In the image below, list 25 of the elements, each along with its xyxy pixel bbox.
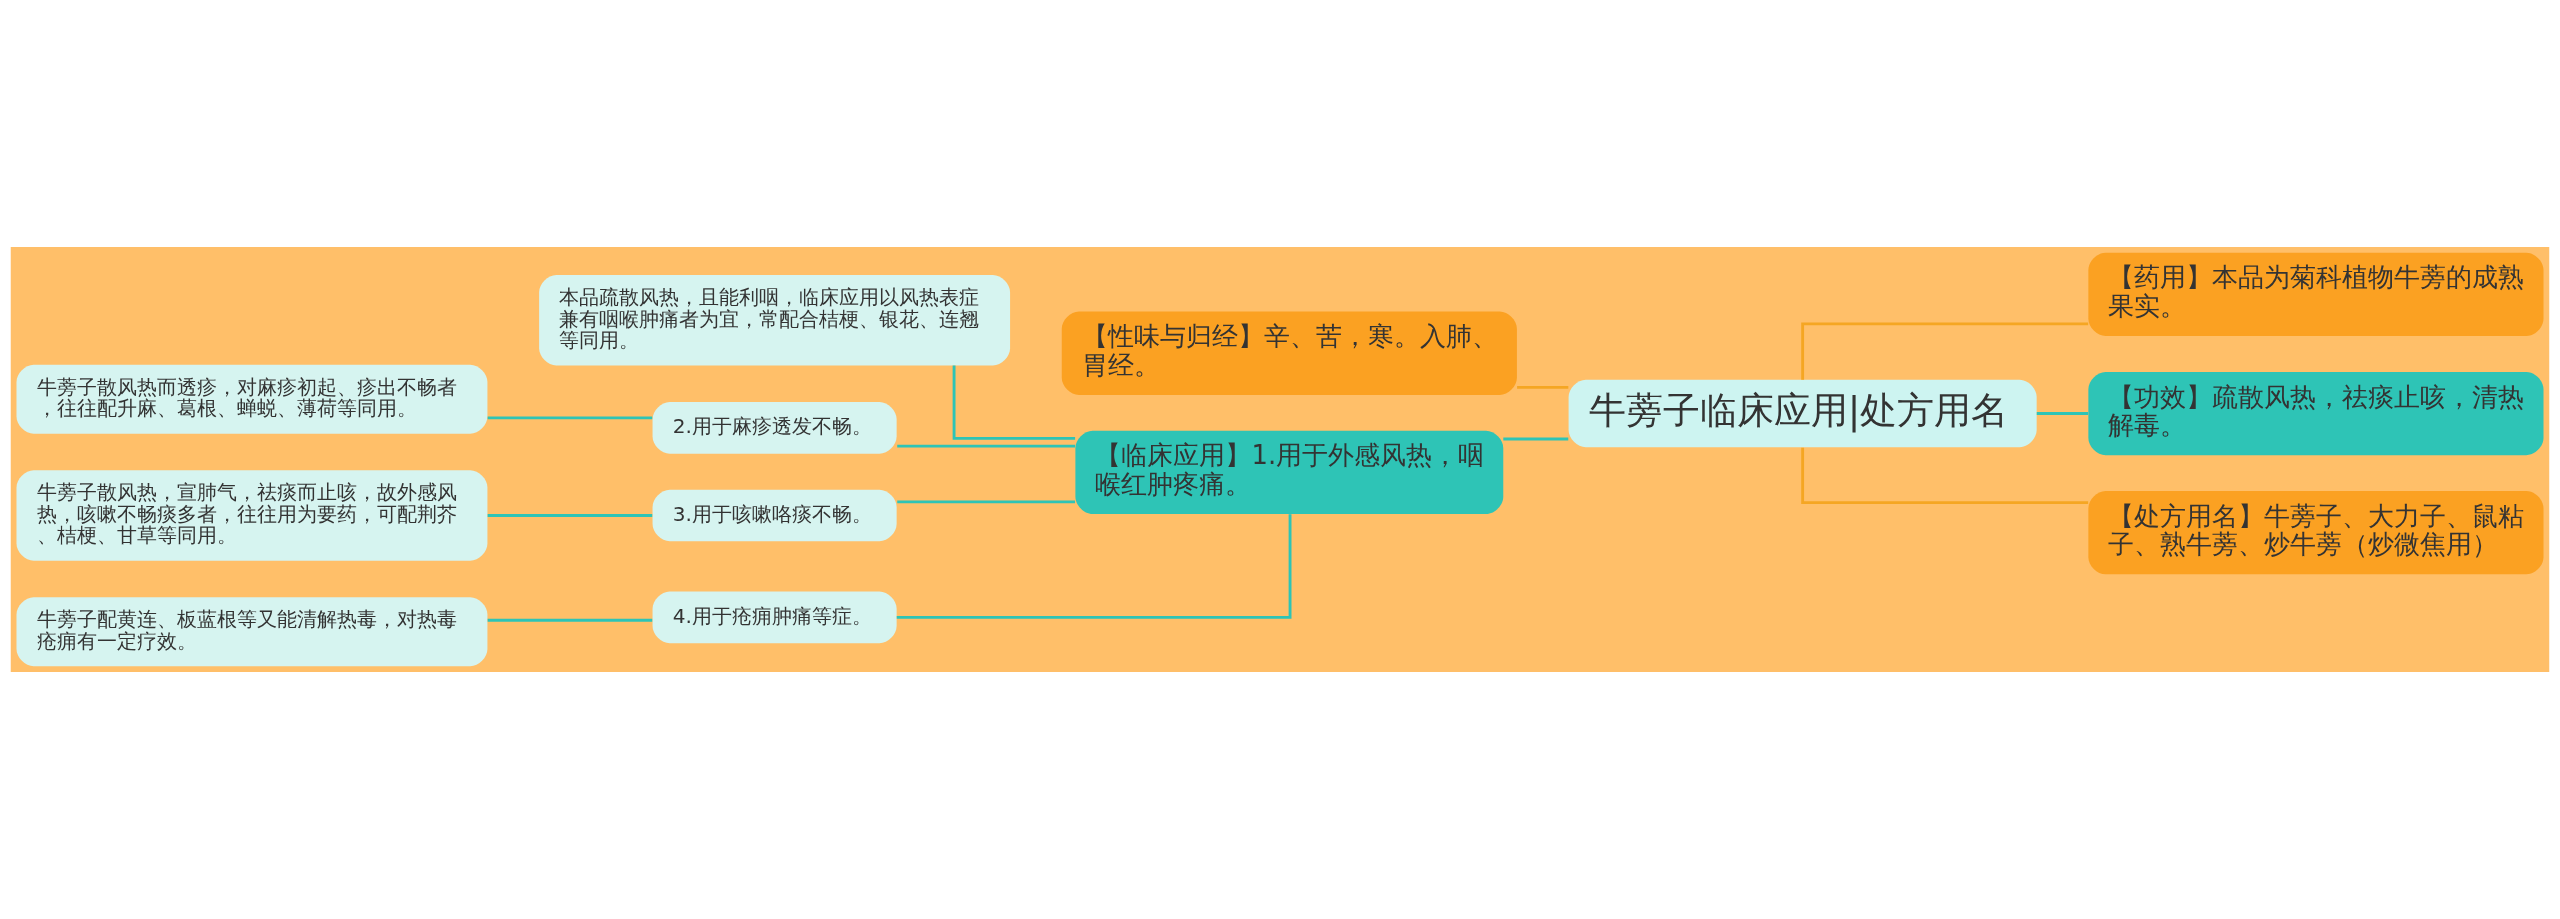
node-box: 牛蒡子散风热，宣肺气，祛痰而止咳，故外感风热，咳嗽不畅痰多者，往往用为要药，可配荆芥、桔梗、甘草等同用。 bbox=[16, 470, 488, 561]
node-box: 牛蒡子散风热而透疹，对麻疹初起、疹出不畅者，往往配升麻、葛根、蝉蜕、薄荷等同用。 bbox=[16, 364, 488, 434]
node-box: 【处方用名】牛蒡子、大力子、鼠粘子、熟牛蒡、炒牛蒡（炒微焦用） bbox=[2088, 491, 2544, 575]
connector bbox=[487, 618, 653, 622]
connector bbox=[1517, 385, 1569, 389]
connector bbox=[487, 416, 653, 420]
node-box: 【性味与归经】辛、苦，寒。入肺、胃经。 bbox=[1061, 311, 1517, 395]
connector bbox=[896, 514, 1292, 619]
connector bbox=[897, 444, 1076, 448]
node-box: 2.用于麻疹透发不畅。 bbox=[652, 402, 897, 454]
node-box: 本品疏散风热，且能利咽，临床应用以风热表症兼有咽喉肿痛者为宜，常配合桔梗、银花、连翘等同用。 bbox=[539, 275, 1011, 366]
node-box: 【功效】疏散风热，祛痰止咳，清热解毒。 bbox=[2088, 371, 2544, 456]
connector bbox=[952, 365, 1076, 440]
node-box: 【临床应用】1.用于外感风热，咽喉红肿疼痛。 bbox=[1075, 430, 1504, 515]
connector bbox=[487, 514, 653, 517]
node-box: 4.用于疮痈肿痛等症。 bbox=[652, 591, 897, 644]
node-box: 牛蒡子临床应用|处方用名 bbox=[1568, 379, 2037, 448]
connector bbox=[1801, 447, 2089, 504]
node-box: 【药用】本品为菊科植物牛蒡的成熟果实。 bbox=[2088, 252, 2544, 336]
connector bbox=[1801, 322, 2089, 380]
node-box: 3.用于咳嗽咯痰不畅。 bbox=[652, 489, 897, 542]
connector bbox=[1503, 437, 1569, 441]
connector bbox=[897, 500, 1076, 504]
node-box: 牛蒡子配黄连、板蓝根等又能清解热毒，对热毒疮痈有一定疗效。 bbox=[16, 597, 488, 667]
connector bbox=[2036, 412, 2088, 415]
